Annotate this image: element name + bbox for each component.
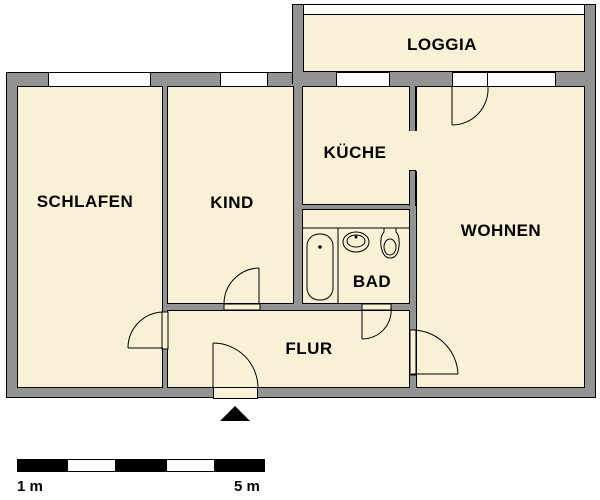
scale-bar — [17, 459, 265, 472]
window-wohnen — [487, 72, 556, 87]
room-wohnen — [416, 86, 585, 388]
door-kind-flur[interactable] — [223, 267, 261, 311]
door-bad-flur[interactable] — [361, 303, 392, 340]
label-kueche: KÜCHE — [323, 143, 387, 162]
room-flur — [167, 310, 410, 388]
entrance-opening[interactable] — [213, 387, 258, 399]
scale-segment — [116, 459, 166, 472]
flur-passage — [293, 324, 303, 368]
scale-label-end: 5 m — [234, 478, 260, 495]
room-loggia — [303, 14, 585, 72]
scale-segment — [66, 459, 117, 472]
window-schlafen — [48, 72, 151, 87]
door-flur-wohnen[interactable] — [409, 329, 459, 376]
kueche-wohnen-wall-bottom — [409, 170, 416, 206]
scale-segment — [215, 459, 265, 472]
scale-label-start: 1 m — [17, 478, 43, 495]
kueche-wohnen-opening — [409, 131, 417, 171]
entrance-triangle-icon — [220, 406, 250, 421]
door-wohnen-loggia[interactable] — [451, 86, 489, 126]
scale-segment — [17, 459, 67, 472]
loggia-railing — [303, 4, 585, 15]
label-bad: BAD — [352, 272, 392, 291]
label-kind: KIND — [210, 193, 254, 212]
sink-icon — [342, 231, 370, 253]
window-kueche — [336, 72, 390, 87]
label-loggia: LOGGIA — [406, 35, 478, 54]
label-wohnen: WOHNEN — [460, 221, 542, 240]
toilet-icon — [380, 228, 400, 259]
label-schlafen: SCHLAFEN — [36, 192, 134, 211]
bathtub-icon — [306, 233, 334, 301]
window-kind — [220, 72, 268, 87]
room-bad — [302, 209, 410, 304]
door-entrance[interactable] — [212, 342, 259, 389]
label-flur: FLUR — [285, 339, 333, 358]
scale-segment — [165, 459, 216, 472]
door-schlafen-flur[interactable] — [127, 311, 169, 350]
